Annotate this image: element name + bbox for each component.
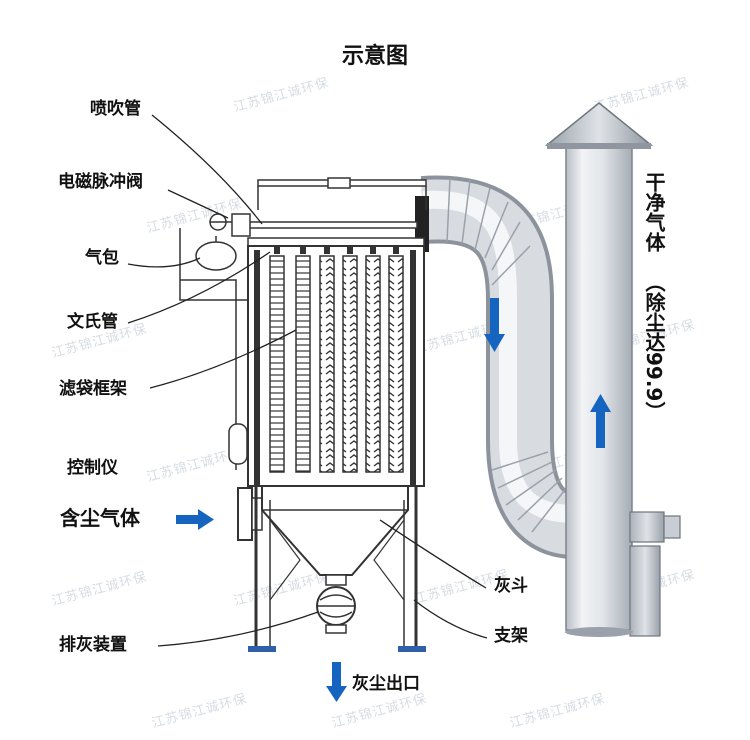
label-ash-discharge: 排灰装置 bbox=[59, 635, 127, 655]
label-bag-cage: 滤袋框架 bbox=[59, 379, 127, 399]
label-inlet-gas: 含尘气体 bbox=[60, 506, 140, 530]
label-air-bag: 气包 bbox=[85, 248, 119, 268]
flow-arrow-right-icon bbox=[176, 509, 214, 530]
page-title: 示意图 bbox=[341, 44, 408, 69]
label-hopper: 灰斗 bbox=[494, 576, 528, 596]
label-clean-gas: 干净气体 bbox=[642, 172, 666, 252]
label-controller: 控制仪 bbox=[67, 458, 118, 478]
label-pulse-valve: 电磁脉冲阀 bbox=[58, 172, 143, 192]
flow-arrow-down-icon bbox=[326, 662, 347, 702]
exhaust-duct bbox=[415, 175, 577, 559]
label-venturi: 文氏管 bbox=[67, 312, 118, 332]
flow-arrow-up-icon bbox=[590, 394, 611, 448]
bag-filter-collector bbox=[179, 177, 427, 652]
flow-arrow-down-icon bbox=[484, 298, 505, 352]
chimney-stack bbox=[544, 102, 681, 637]
label-support: 支架 bbox=[494, 626, 528, 646]
label-removal-rate: （除尘达99.9） bbox=[642, 272, 666, 422]
label-dust-outlet: 灰尘出口 bbox=[352, 674, 420, 694]
label-spray-pipe: 喷吹管 bbox=[90, 99, 141, 119]
leader-lines bbox=[127, 114, 488, 647]
